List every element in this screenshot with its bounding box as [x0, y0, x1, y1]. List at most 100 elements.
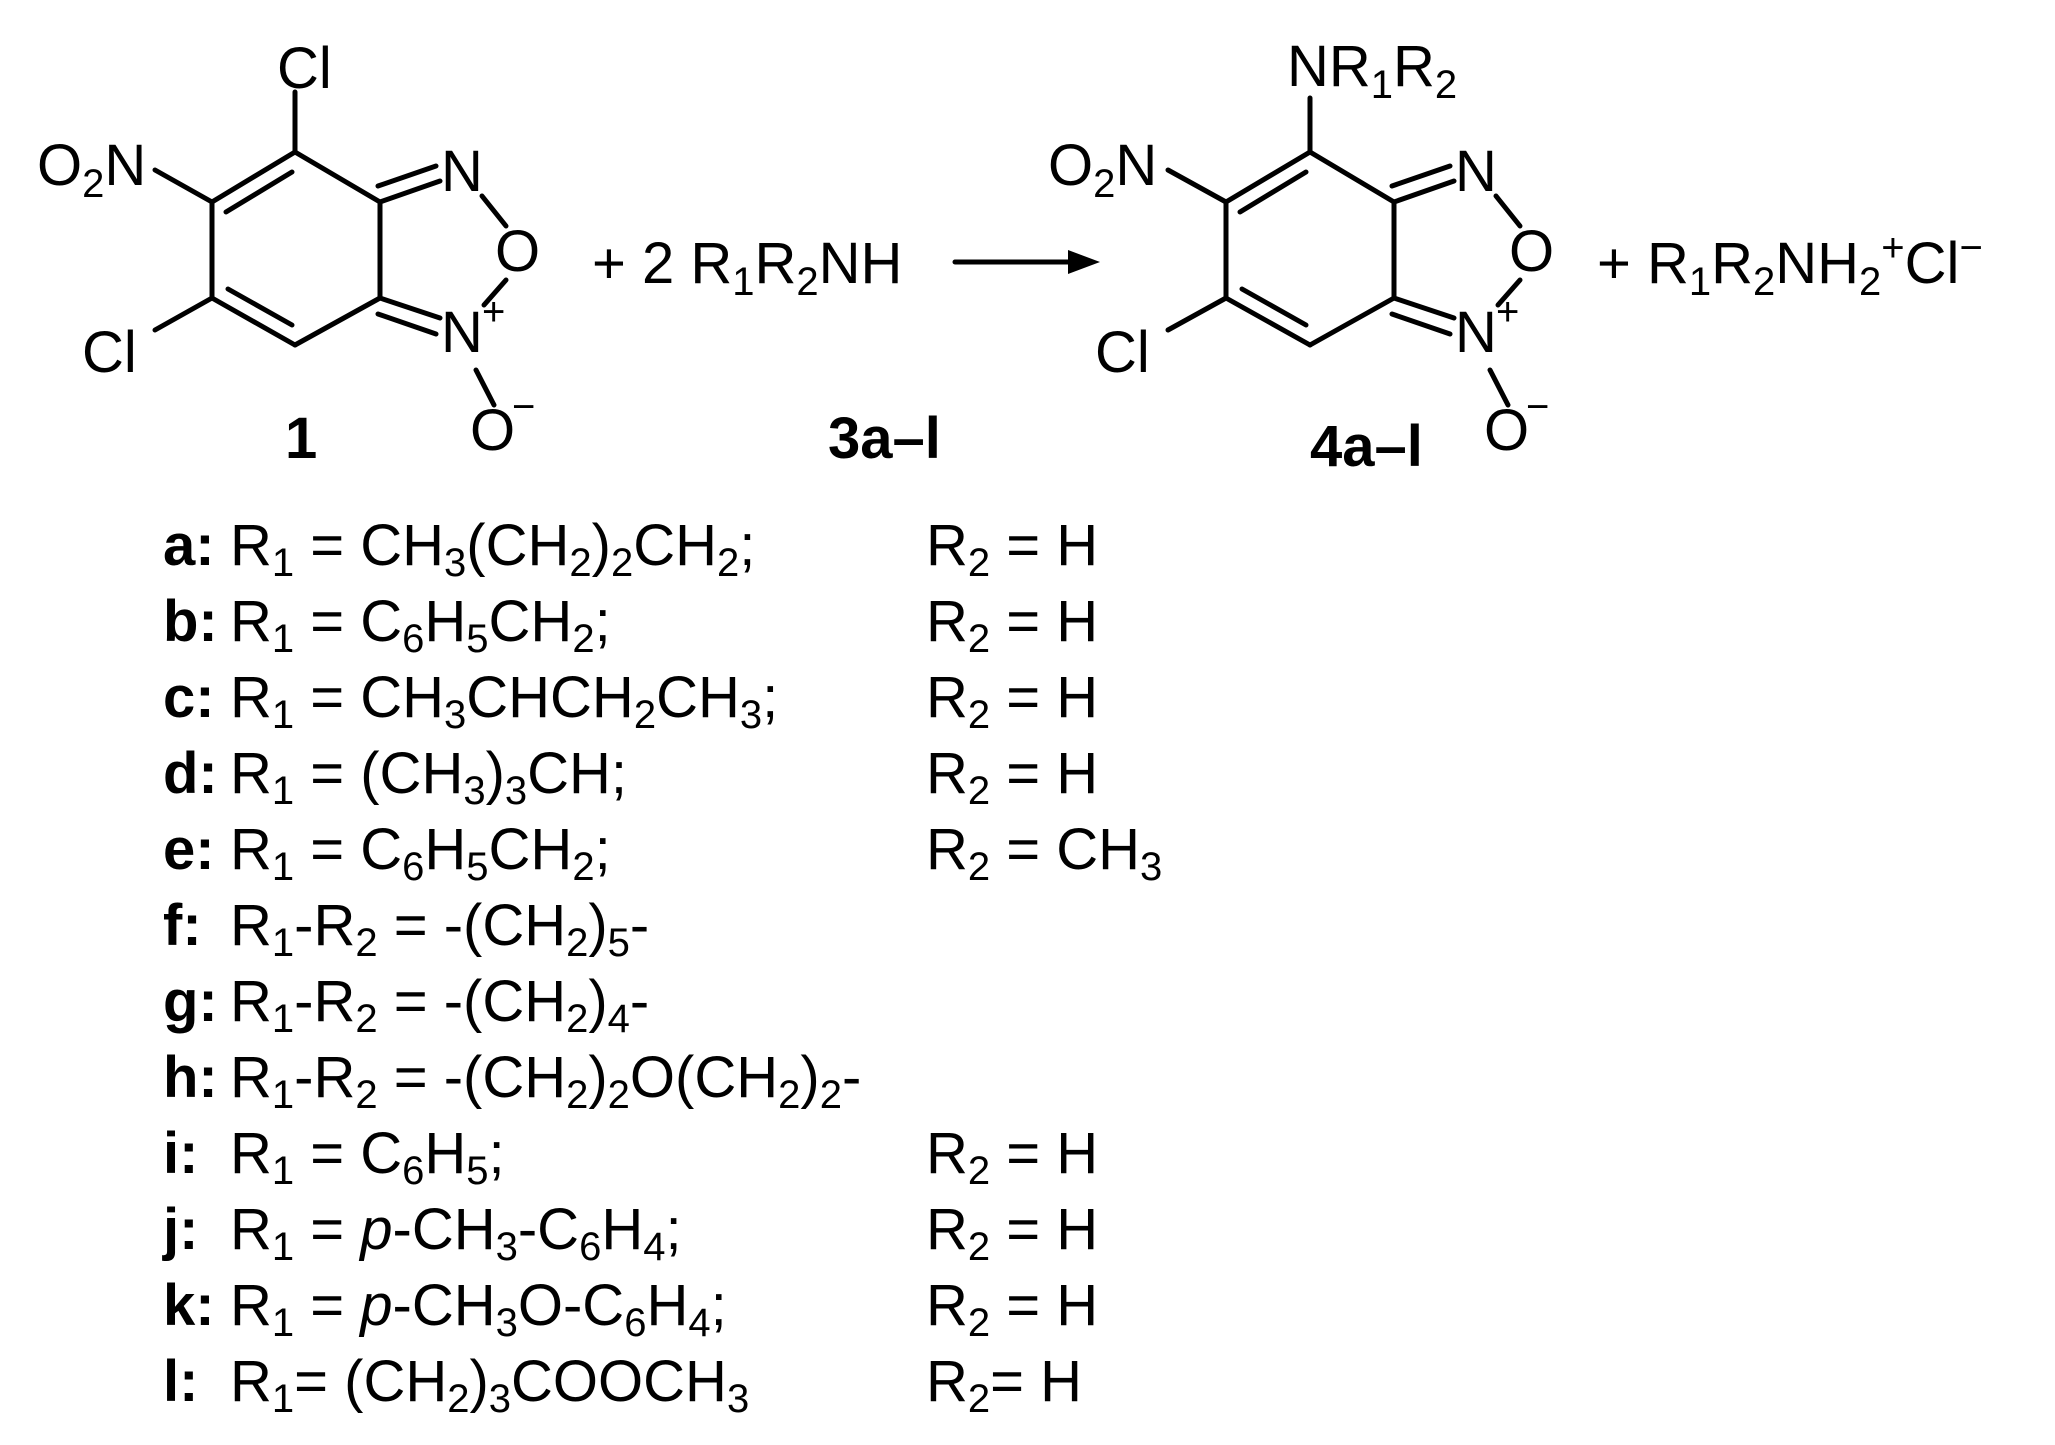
product-structure: NR1R2 O2N Cl N O N + O − 4a–l	[1048, 34, 1554, 479]
product-nitro-n: N	[1115, 133, 1157, 198]
substituent-r2: R2 = H	[926, 513, 1099, 586]
substituent-definition: R1 = C6H5CH2;	[230, 589, 611, 662]
reactant-cl-top: Cl	[277, 36, 332, 101]
product-ring-n-plus: N	[1455, 300, 1497, 365]
product-amino-group: NR1R2	[1287, 34, 1457, 107]
product-nitro-sub: 2	[1093, 162, 1115, 206]
reagent-sub2: 2	[796, 260, 818, 304]
product-amino-sub2: 2	[1435, 63, 1457, 107]
byproduct-cl: Cl	[1905, 231, 1960, 296]
reactant-nitro-sub: 2	[82, 162, 104, 206]
reactant-ring-n-plus: N	[441, 300, 483, 365]
substituent-row: f: R1-R2 = -(CH2)5-	[163, 888, 1463, 964]
substituent-row: b:R1 = C6H5CH2; R2 = H	[163, 584, 1463, 660]
reactant-nitro-group: O2N	[37, 133, 146, 206]
substituent-label: e:	[163, 817, 215, 882]
byproduct-plus: +	[1881, 226, 1904, 270]
substituent-row: l: R1= (CH2)3COOCH3 R2= H	[163, 1344, 1463, 1420]
substituent-r2: R2 = CH3	[926, 817, 1163, 890]
reactant-minus-charge: −	[512, 385, 535, 429]
reagent-formula: + 2 R1R2NH	[592, 231, 902, 304]
product-oxide-o: O	[1484, 398, 1529, 463]
byproduct-minus: −	[1959, 226, 1982, 270]
reactant-label: 1	[285, 406, 317, 471]
substituent-row: e:R1 = C6H5CH2; R2 = CH3	[163, 812, 1463, 888]
reactant-nitro-n: N	[104, 133, 146, 198]
product-nitro-group: O2N	[1048, 133, 1157, 206]
substituent-label: d:	[163, 741, 218, 806]
substituent-r2: R2 = H	[926, 665, 1099, 738]
substituent-r2: R2 = H	[926, 1121, 1099, 1194]
byproduct-prefix: + R	[1597, 231, 1689, 296]
byproduct-sub2: 2	[1753, 260, 1775, 304]
reagent-prefix: + 2 R	[592, 231, 732, 296]
reagent-sub1: 1	[732, 260, 754, 304]
substituent-r2: R2 = H	[926, 741, 1099, 814]
substituent-definition: R1 = (CH3)3CH;	[230, 741, 628, 814]
reactant-nitro-o: O	[37, 133, 82, 198]
substituent-definition: R1 = C6H5CH2;	[230, 817, 611, 890]
product-amino-nr: NR	[1287, 34, 1371, 99]
product-cl-bottom: Cl	[1095, 320, 1150, 385]
product-minus-charge: −	[1526, 385, 1549, 429]
substituent-label: l:	[163, 1349, 199, 1414]
reactant-oxide-o: O	[470, 398, 515, 463]
substituent-definition: R1-R2 = -(CH2)4-	[230, 969, 650, 1042]
reactant-structure: Cl O2N Cl N O N + O − 1	[37, 36, 540, 471]
product-plus-charge: +	[1496, 290, 1519, 334]
byproduct-r2: R	[1711, 231, 1753, 296]
substituent-label: c:	[163, 665, 215, 730]
substituent-label: i:	[163, 1121, 199, 1186]
substituent-row: h:R1-R2 = -(CH2)2O(CH2)2-	[163, 1040, 1463, 1116]
byproduct: + R1R2NH2+Cl−	[1597, 226, 1983, 304]
product-amino-sub1: 1	[1371, 63, 1393, 107]
reagent-r2: R	[755, 231, 797, 296]
substituent-r2: R2 = H	[926, 1197, 1099, 1270]
byproduct-nh: NH	[1775, 231, 1859, 296]
byproduct-sub1: 1	[1689, 260, 1711, 304]
substituent-row: j: R1 = p-CH3-C6H4; R2 = H	[163, 1192, 1463, 1268]
substituent-label: a:	[163, 513, 215, 578]
byproduct-sub3: 2	[1859, 260, 1881, 304]
product-ring-n-top: N	[1455, 139, 1497, 204]
reactant-ring-o: O	[495, 219, 540, 284]
substituent-r2: R2 = H	[926, 1273, 1099, 1346]
substituent-label: g:	[163, 969, 218, 1034]
byproduct-formula: + R1R2NH2+Cl−	[1597, 226, 1983, 304]
substituent-definition: R1-R2 = -(CH2)5-	[230, 893, 650, 966]
substituent-r2: R2= H	[926, 1349, 1083, 1422]
substituent-label: b:	[163, 589, 218, 654]
substituent-row: a:R1 = CH3(CH2)2CH2; R2 = H	[163, 508, 1463, 584]
reagent: + 2 R1R2NH 3a–l	[592, 231, 941, 471]
product-ring-o: O	[1509, 219, 1554, 284]
substituent-definition: R1-R2 = -(CH2)2O(CH2)2-	[230, 1045, 862, 1118]
substituent-definition: R1= (CH2)3COOCH3	[230, 1349, 750, 1422]
substituent-label: j:	[163, 1197, 199, 1262]
reactant-plus-charge: +	[482, 290, 505, 334]
substituent-definition: R1 = CH3CHCH2CH3;	[230, 665, 779, 738]
reagent-nh: NH	[819, 231, 903, 296]
substituent-label: h:	[163, 1045, 218, 1110]
substituent-definition: R1 = p-CH3O-C6H4;	[230, 1273, 727, 1346]
reactant-ring-n-top: N	[441, 139, 483, 204]
substituent-row: d:R1 = (CH3)3CH; R2 = H	[163, 736, 1463, 812]
substituent-row: k:R1 = p-CH3O-C6H4; R2 = H	[163, 1268, 1463, 1344]
substituent-label: f:	[163, 893, 202, 958]
product-amino-r: R	[1393, 34, 1435, 99]
product-label: 4a–l	[1310, 414, 1423, 479]
reaction-arrow	[952, 250, 1100, 274]
product-nitro-o: O	[1048, 133, 1093, 198]
substituent-row: c:R1 = CH3CHCH2CH3; R2 = H	[163, 660, 1463, 736]
reactant-cl-bottom: Cl	[82, 320, 137, 385]
product-bonds	[1165, 95, 1523, 408]
substituent-label: k:	[163, 1273, 215, 1338]
substituent-r2: R2 = H	[926, 589, 1099, 662]
substituent-row: g:R1-R2 = -(CH2)4-	[163, 964, 1463, 1040]
reactant-bonds	[152, 89, 509, 408]
substituent-definition: R1 = C6H5;	[230, 1121, 505, 1194]
substituent-definition: R1 = p-CH3-C6H4;	[230, 1197, 682, 1270]
substituent-definition: R1 = CH3(CH2)2CH2;	[230, 513, 756, 586]
substituent-row: i: R1 = C6H5; R2 = H	[163, 1116, 1463, 1192]
reagent-label: 3a–l	[828, 406, 941, 471]
